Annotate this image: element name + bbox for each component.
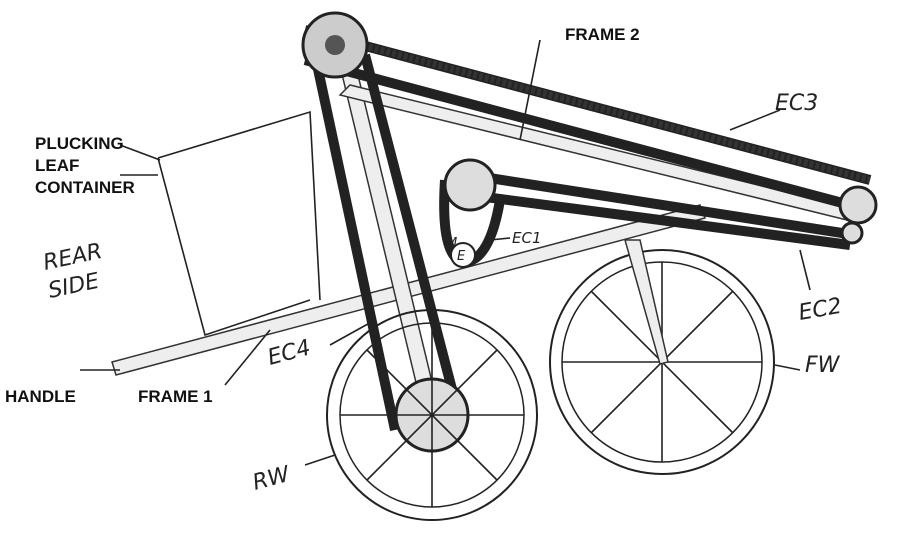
front-small-sprocket (840, 221, 864, 245)
label-fw: FW (805, 353, 841, 378)
label-ec3: EC3 (775, 91, 818, 116)
chain-ec4 (310, 53, 465, 432)
leaf-container (157, 110, 321, 337)
label-container-2: LEAF (35, 156, 79, 175)
label-handle: HANDLE (5, 387, 76, 406)
label-motor: M (446, 236, 457, 251)
top-sprocket-hub (325, 35, 345, 55)
label-frame-1: FRAME 1 (138, 387, 213, 406)
front-sprocket (838, 185, 878, 225)
chain-ec2 (469, 170, 856, 250)
label-ec1: EC1 (512, 229, 542, 247)
label-engine: E (457, 249, 466, 264)
label-ec4: EC4 (265, 335, 313, 370)
chain-ec3 (303, 25, 872, 210)
engine-icon (450, 242, 476, 268)
rear-wheel (326, 309, 538, 521)
label-rw: RW (250, 462, 293, 496)
frame2-sprocket (443, 158, 497, 212)
label-container-3: CONTAINER (35, 178, 135, 197)
leader-lines (80, 39, 811, 466)
label-frame-2: FRAME 2 (565, 25, 640, 44)
label-container-1: PLUCKING (35, 134, 124, 153)
label-ec2: EC2 (797, 294, 844, 326)
front-wheel (549, 239, 775, 475)
